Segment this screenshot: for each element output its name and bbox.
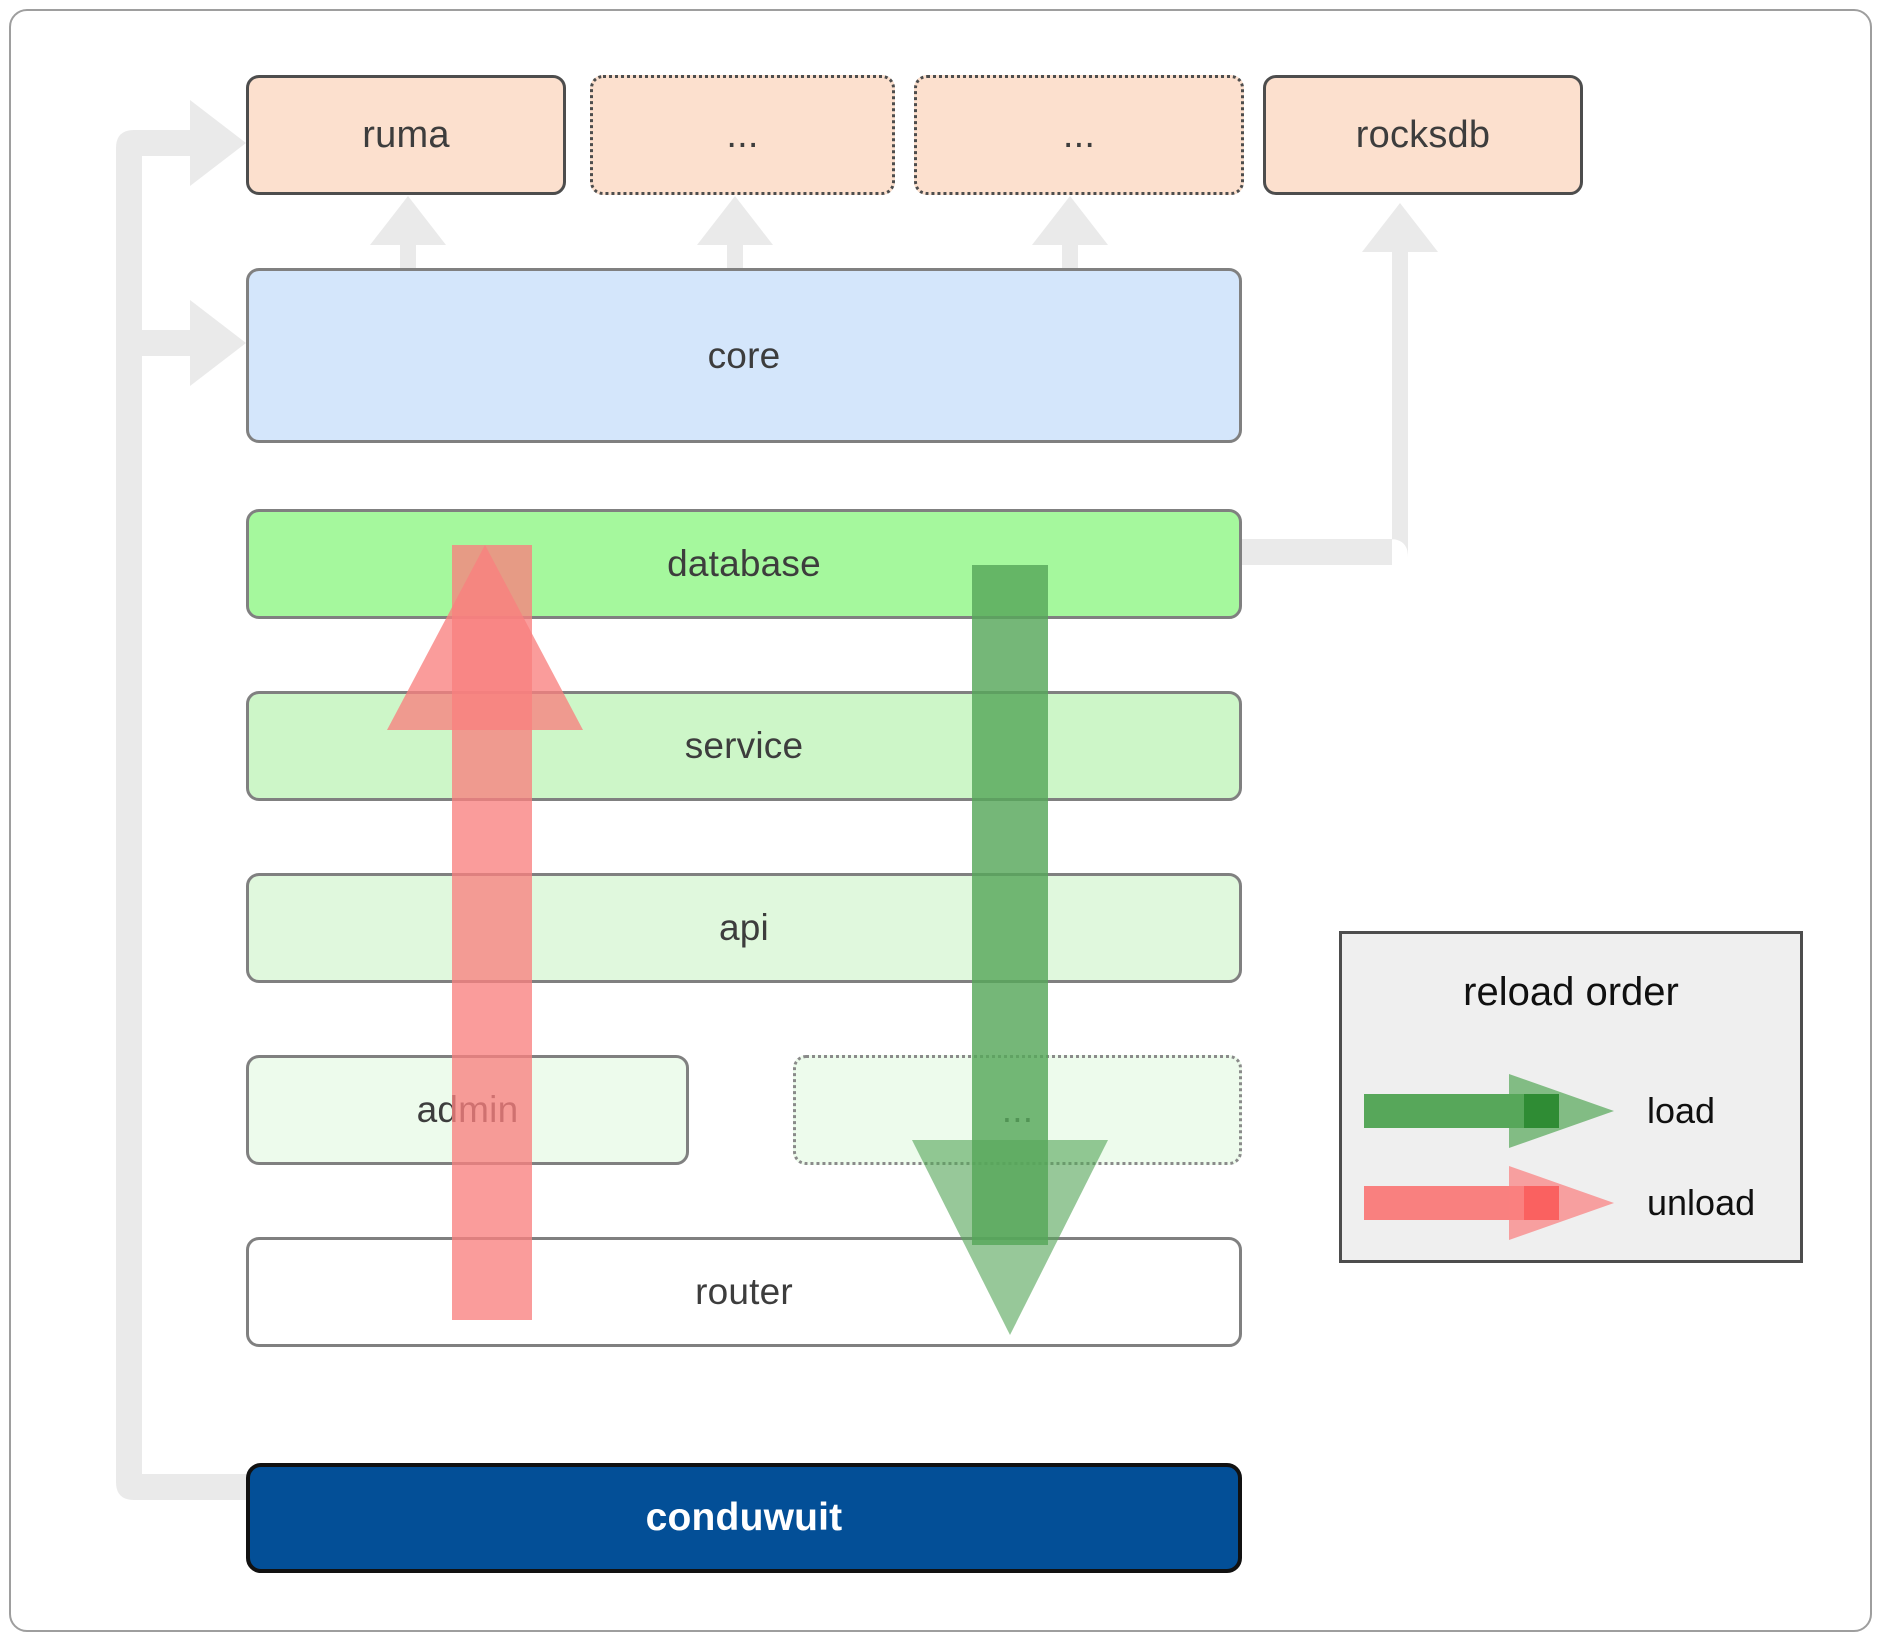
connector-core-to-dots1 [697,196,773,268]
connector-core-to-dots2 [1032,196,1108,268]
legend-row-load: load [1342,1066,1800,1156]
legend-load-arrow-icon [1364,1074,1614,1148]
layer-box-api[interactable]: api [246,873,1242,983]
layer-box-core[interactable]: core [246,268,1242,443]
connector-core-to-ruma [370,196,446,268]
connector-conduwuit-to-ruma [116,100,246,1500]
legend-unload-arrow-icon [1364,1166,1614,1240]
legend-title: reload order [1463,970,1679,1014]
unload-arrow [387,545,583,1320]
legend-label-unload: unload [1647,1182,1756,1223]
legend-row-unload: unload [1342,1158,1800,1248]
load-arrow [912,565,1108,1335]
legend-label-load: load [1647,1090,1716,1131]
dependency-box-rocksdb[interactable]: rocksdb [1263,75,1583,195]
connector-spine-to-core [142,300,246,386]
layer-box-router[interactable]: router [246,1237,1242,1347]
legend-panel: reload order load unload [1339,931,1803,1263]
